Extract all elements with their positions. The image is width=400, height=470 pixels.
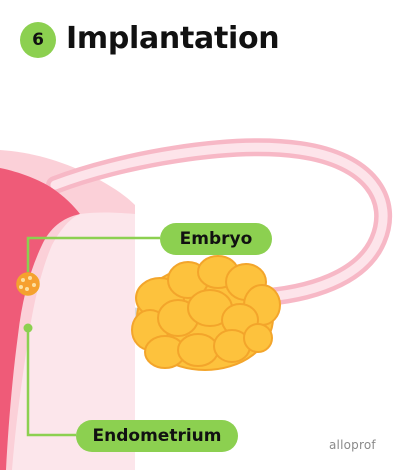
page-title: Implantation [66, 21, 280, 56]
embryo-leader-line [26, 236, 160, 272]
brand-watermark: alloprof [329, 438, 376, 452]
endometrium [0, 168, 80, 470]
endometrium-leader-line [26, 328, 76, 437]
uterine-tube-lumen [50, 142, 388, 303]
step-number-badge: 6 [20, 22, 56, 58]
embryo-label: Embryo [160, 223, 272, 255]
ovary [131, 255, 281, 371]
endometrium-label: Endometrium [76, 420, 238, 452]
uterine-cavity [12, 212, 135, 470]
embryo [16, 272, 40, 296]
